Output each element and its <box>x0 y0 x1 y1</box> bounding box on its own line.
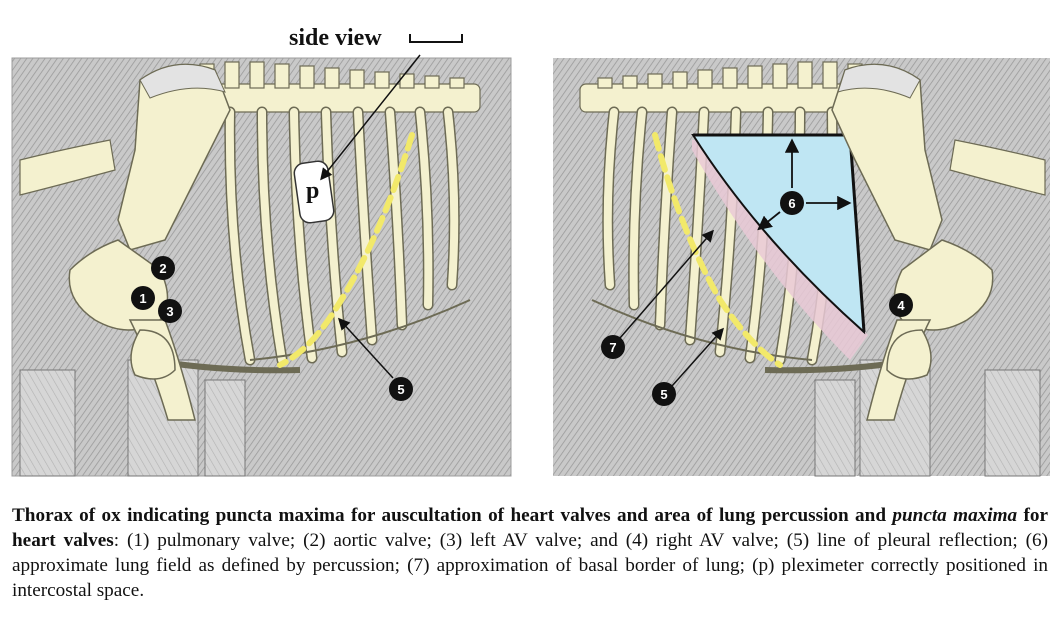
svg-text:6: 6 <box>788 196 795 211</box>
caption-bold-outro: for heart valves <box>12 505 1049 551</box>
side-view-pointer <box>320 54 421 181</box>
marker-5-left: 5 <box>337 317 413 401</box>
lung-field-area <box>691 134 866 335</box>
marker-2: 2 <box>151 256 175 280</box>
svg-text:5: 5 <box>660 387 667 402</box>
marker-5-right: 5 <box>652 327 724 406</box>
lung-field-caudal-edge <box>848 134 866 333</box>
left-neck-bones <box>19 139 116 196</box>
svg-text:2: 2 <box>159 261 166 276</box>
left-panel-lateral-thorax: p side view 1 2 3 5 <box>11 25 512 477</box>
left-pleural-reflection-line <box>277 132 415 368</box>
svg-text:5: 5 <box>397 382 404 397</box>
right-neck-bones <box>949 139 1046 196</box>
pleximeter-label: p <box>306 178 319 204</box>
right-costal-arch <box>591 299 813 361</box>
marker-1: 1 <box>131 286 155 310</box>
marker-4: 4 <box>889 293 913 317</box>
marker-6: 6 <box>780 191 804 215</box>
thorax-illustration: p side view 1 2 3 5 <box>11 25 1050 477</box>
lung-arrow-diag <box>757 211 781 231</box>
left-ribs-fill <box>225 108 459 364</box>
figure-caption: Thorax of ox indicating puncta maxima fo… <box>12 503 1048 603</box>
svg-text:3: 3 <box>166 304 173 319</box>
side-view-label: side view <box>289 25 382 51</box>
left-foreleg-upper-alt <box>19 369 76 477</box>
right-panel-lateral-thorax: 6 7 5 4 <box>553 58 1050 477</box>
left-elbow <box>130 329 176 380</box>
marker-7: 7 <box>601 229 714 359</box>
right-scapula-cartilage <box>837 63 921 99</box>
marker-3: 3 <box>158 299 182 323</box>
svg-text:1: 1 <box>139 291 146 306</box>
scale-bar <box>409 34 463 43</box>
caption-bold-intro: Thorax of ox indicating puncta maxima fo… <box>12 505 893 526</box>
left-foreleg-lower <box>204 379 246 477</box>
right-foreleg-upper-alt <box>984 369 1041 477</box>
caption-bold-italic: puncta maxima <box>892 505 1018 526</box>
right-pleural-reflection-line <box>652 132 783 368</box>
right-foreleg-lower <box>814 379 856 477</box>
svg-text:4: 4 <box>897 298 905 313</box>
left-body-outline <box>11 57 512 477</box>
caption-body: : (1) pulmonary valve; (2) aortic valve;… <box>12 530 1048 601</box>
left-costal-arch <box>249 299 471 361</box>
svg-text:7: 7 <box>609 340 616 355</box>
left-scapula-cartilage <box>139 63 226 99</box>
right-elbow <box>886 329 932 380</box>
